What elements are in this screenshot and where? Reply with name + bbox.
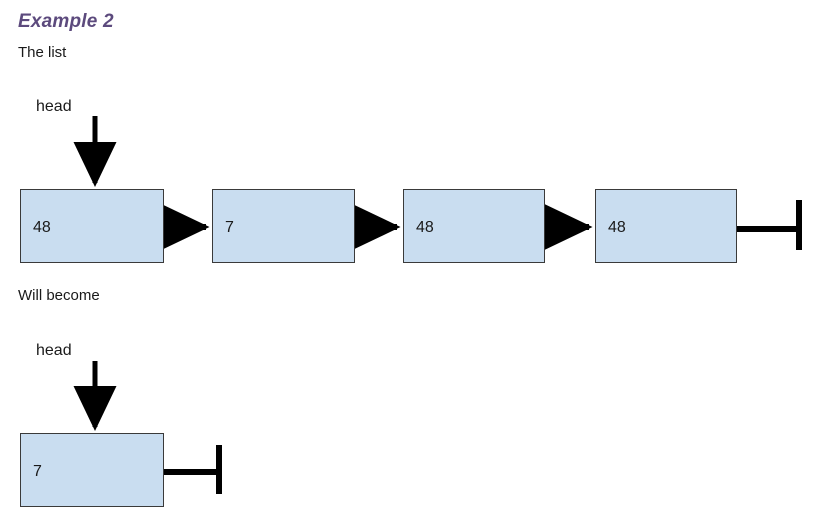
list-node-value: 48	[608, 219, 626, 236]
list-node[interactable]	[20, 189, 164, 263]
caption-the-list: The list	[18, 44, 67, 61]
list-node[interactable]	[403, 189, 545, 263]
list-node-value: 48	[33, 219, 51, 236]
list-node[interactable]	[20, 433, 164, 507]
list-node-value: 7	[225, 219, 234, 236]
head-label-top: head	[36, 98, 72, 115]
page-title: Example 2	[18, 11, 114, 32]
caption-will-become: Will become	[18, 287, 100, 304]
list-node[interactable]	[595, 189, 737, 263]
head-label-bottom: head	[36, 342, 72, 359]
list-node-value: 48	[416, 219, 434, 236]
list-node-value: 7	[33, 463, 42, 480]
list-node[interactable]	[212, 189, 355, 263]
